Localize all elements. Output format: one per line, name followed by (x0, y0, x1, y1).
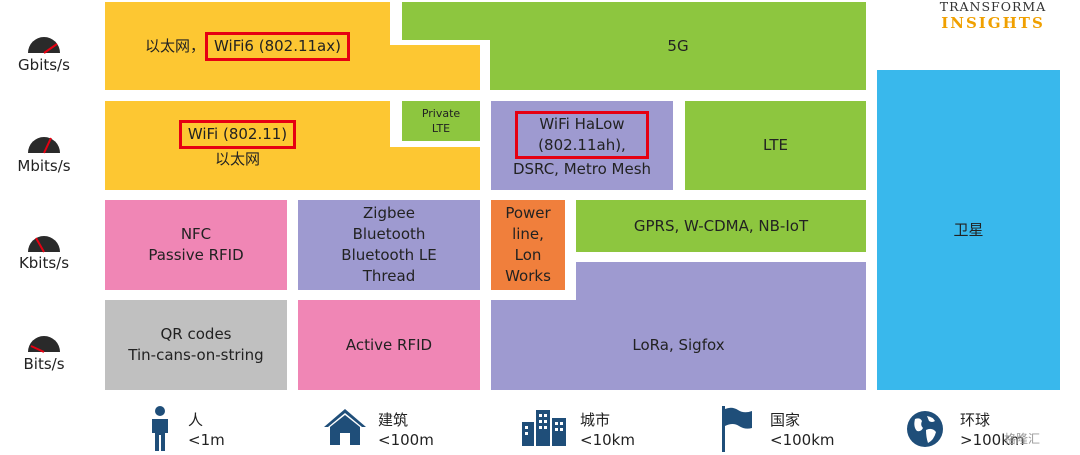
qr-line2: Tin-cans-on-string (128, 346, 264, 364)
scale-building-name: 建筑 (378, 411, 409, 429)
scale-global-name: 环球 (960, 411, 991, 429)
block-active-rfid-shape (298, 300, 480, 390)
nfc-line2: Passive RFID (148, 246, 244, 264)
block-powerline: Power line, Lon Works (491, 200, 565, 290)
scale-city-range: <10km (580, 431, 635, 449)
block-nfc-shape (105, 200, 287, 290)
scale-person-range: <1m (188, 431, 225, 449)
powerline-line3: Lon (514, 246, 542, 264)
transforma-insights-logo: TRANSFORMA INSIGHTS (928, 0, 1058, 32)
globe-icon (907, 411, 943, 447)
block-lte: LTE (685, 101, 866, 190)
scale-global-range: >100km (960, 431, 1025, 449)
scale-person-name: 人 (188, 411, 204, 429)
lora-label: LoRa, Sigfox (632, 335, 725, 354)
person-icon (152, 406, 168, 451)
block-gprs: GPRS, W-CDMA, NB-IoT (576, 200, 866, 252)
block-zigbee: Zigbee Bluetooth Bluetooth LE Thread (298, 200, 480, 290)
wifi-highlight: WiFi (802.11) (178, 120, 297, 149)
gprs-label: GPRS, W-CDMA, NB-IoT (633, 216, 809, 235)
speedometer-icon (28, 236, 60, 253)
private-lte-line1: Private (421, 107, 461, 120)
block-5g-shape (402, 2, 866, 90)
wifi-ethernet-label: 以太网 (214, 150, 260, 168)
satellite-label: 卫星 (953, 220, 984, 239)
block-ethernet-wifi6: 以太网，WiFi6 (802.11ax) (105, 2, 390, 90)
speed-label-kbits: Kbits/s (18, 254, 70, 272)
speed-label-bits: Bits/s (23, 355, 65, 373)
scale-global: 环球 >100km (960, 410, 1025, 450)
block-qr-shape (105, 300, 287, 390)
halow-line2: (802.11ah), (538, 136, 626, 154)
5g-label: 5G (667, 36, 689, 55)
block-zigbee-shape (298, 200, 480, 290)
block-lora: LoRa, Sigfox (491, 300, 866, 390)
halow-line1: WiFi HaLow (539, 115, 625, 133)
wifi6-highlight: WiFi6 (802.11ax) (205, 31, 350, 61)
private-lte-line2: LTE (431, 122, 451, 135)
house-icon (324, 409, 366, 445)
active-rfid-label: Active RFID (345, 335, 433, 354)
scale-building: 建筑 <100m (378, 410, 434, 450)
powerline-line4: Works (505, 267, 551, 285)
block-halow-shape (491, 101, 673, 190)
speed-label-mbits: Mbits/s (17, 157, 71, 175)
scale-building-range: <100m (378, 431, 434, 449)
powerline-line2: line, (512, 225, 544, 243)
block-5g: 5G (490, 2, 866, 90)
speedometer-icon (28, 336, 60, 353)
block-private-lte-shape (402, 101, 480, 141)
scale-city-name: 城市 (580, 411, 611, 429)
scale-country: 国家 <100km (770, 410, 835, 450)
scale-country-range: <100km (770, 431, 835, 449)
speedometer-icon (28, 137, 60, 154)
scale-city: 城市 <10km (580, 410, 635, 450)
zigbee-line4: Thread (362, 267, 416, 285)
block-wifi: WiFi (802.11) 以太网 (105, 110, 370, 180)
block-wifi-shape (105, 101, 480, 190)
halow-highlight: WiFi HaLow (802.11ah), (515, 111, 649, 159)
block-nfc: NFC Passive RFID (105, 200, 287, 290)
block-active-rfid: Active RFID (298, 300, 480, 390)
block-satellite: 卫星 (877, 70, 1060, 390)
block-satellite-shape (877, 70, 1060, 390)
block-powerline-shape (491, 200, 565, 290)
zigbee-line2: Bluetooth (352, 225, 426, 243)
watermark: 格隆汇 (1004, 432, 1041, 446)
logo-line2: INSIGHTS (941, 14, 1045, 32)
halow-line3: DSRC, Metro Mesh (512, 160, 652, 178)
block-lora-shape (491, 262, 866, 390)
zigbee-line3: Bluetooth LE (341, 246, 437, 264)
powerline-line1: Power (505, 204, 551, 222)
block-halow: WiFi HaLow (802.11ah), DSRC, Metro Mesh (491, 101, 673, 190)
city-icon (522, 410, 566, 446)
nfc-line1: NFC (180, 225, 212, 243)
ethernet-label: 以太网， (145, 36, 206, 55)
block-qr: QR codes Tin-cans-on-string (105, 300, 287, 390)
block-private-lte: Private LTE (402, 101, 480, 141)
qr-line1: QR codes (160, 325, 232, 343)
block-ethernet-wifi6-shape (105, 2, 480, 90)
lte-label: LTE (763, 136, 788, 154)
flag-icon (722, 406, 752, 452)
block-lte-shape (685, 101, 866, 190)
block-gprs-shape (576, 200, 866, 252)
logo-line1: TRANSFORMA (939, 0, 1047, 14)
speedometer-icon (28, 37, 60, 54)
speed-label-gbits: Gbits/s (18, 56, 70, 74)
zigbee-line1: Zigbee (363, 204, 415, 222)
scale-person: 人 <1m (188, 410, 225, 450)
scale-country-name: 国家 (770, 411, 801, 429)
